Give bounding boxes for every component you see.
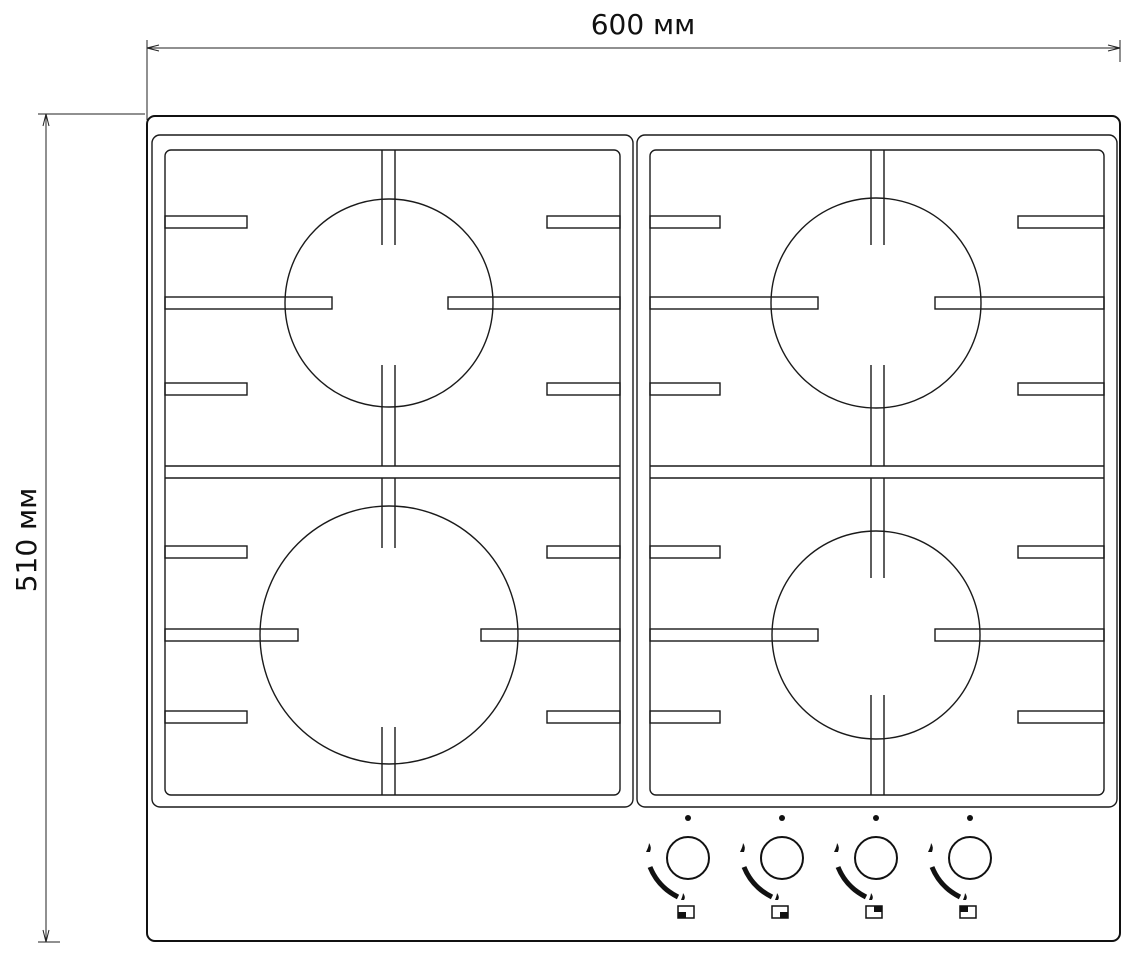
grate-left [151, 134, 634, 808]
control-panel [646, 815, 992, 919]
width-dimension: 600 мм [146, 8, 1121, 120]
flame-large-icon [869, 893, 873, 900]
rotation-arrow-icon [647, 866, 680, 900]
burner-bottom-right [771, 530, 981, 740]
grate-right [636, 134, 1118, 808]
hob-outline [146, 115, 1121, 942]
knob-2[interactable] [740, 815, 804, 919]
flame-small-icon [928, 843, 933, 852]
knob-3[interactable] [834, 815, 898, 919]
width-label: 600 мм [591, 8, 696, 41]
rotation-arrow-icon [929, 866, 962, 900]
flame-small-icon [646, 843, 651, 852]
height-dimension: 510 мм [10, 113, 145, 943]
flame-small-icon [834, 843, 839, 852]
flame-small-icon [740, 843, 745, 852]
flame-large-icon [681, 893, 685, 900]
knob-4[interactable] [928, 815, 992, 919]
knob-1[interactable] [646, 815, 710, 919]
burner-top-right [770, 197, 982, 409]
burner-bottom-left [259, 505, 519, 765]
flame-large-icon [963, 893, 967, 900]
height-label: 510 мм [10, 488, 43, 593]
rotation-arrow-icon [741, 866, 774, 900]
flame-large-icon [775, 893, 779, 900]
burner-top-left [284, 198, 494, 408]
rotation-arrow-icon [835, 866, 868, 900]
